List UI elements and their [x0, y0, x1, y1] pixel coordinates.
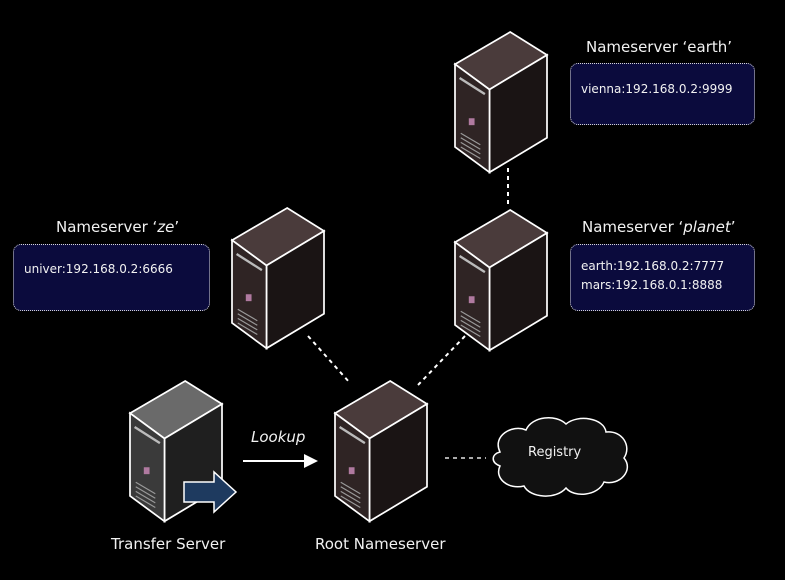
server-root-icon[interactable] — [333, 379, 429, 523]
root-nameserver-label: Root Nameserver — [315, 535, 446, 553]
transfer-server-label: Transfer Server — [111, 535, 226, 553]
server-planet-icon[interactable] — [453, 208, 549, 352]
transfer-arrow-icon — [183, 470, 238, 514]
nameserver-earth-table: vienna:192.168.0.2:9999 — [570, 63, 755, 125]
nameserver-earth-title: Nameserver ‘earth’ — [586, 38, 733, 56]
nameserver-planet-table: earth:192.168.0.2:7777 mars:192.168.0.1:… — [570, 244, 755, 311]
entry: univer:192.168.0.2:6666 — [24, 262, 173, 276]
nameserver-ze-table: univer:192.168.0.2:6666 — [13, 244, 210, 311]
connector-planet-root — [417, 335, 466, 386]
entry: mars:192.168.0.1:8888 — [581, 278, 723, 292]
lookup-arrow-head — [304, 454, 318, 468]
entry: vienna:192.168.0.2:9999 — [581, 82, 733, 96]
entry: earth:192.168.0.2:7777 — [581, 259, 725, 273]
registry-label: Registry — [528, 445, 582, 460]
nameserver-planet-title: Nameserver ‘planet’ — [582, 218, 736, 236]
nameserver-ze-title: Nameserver ‘ze’ — [56, 218, 180, 236]
server-earth-icon[interactable] — [453, 30, 549, 174]
registry-cloud-icon — [492, 417, 629, 497]
lookup-label: Lookup — [251, 428, 306, 446]
server-ze-icon[interactable] — [230, 206, 326, 350]
connector-ze-root — [307, 335, 351, 384]
